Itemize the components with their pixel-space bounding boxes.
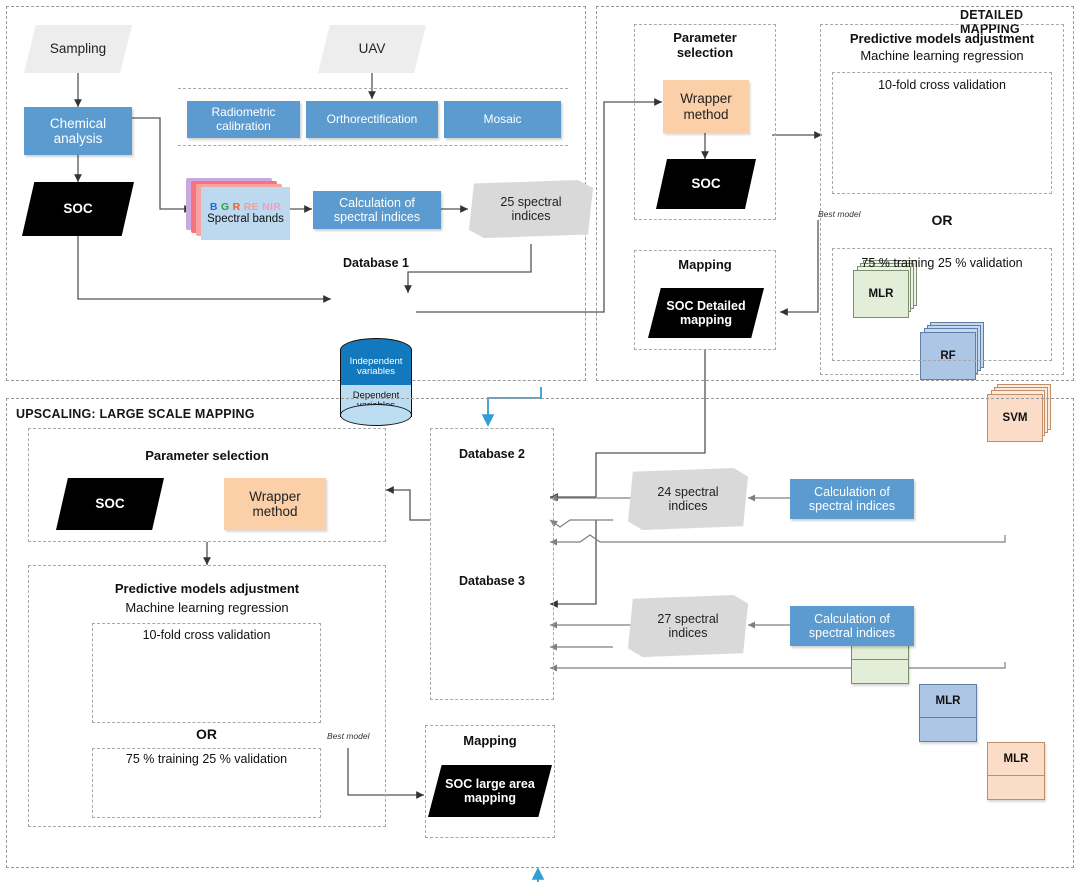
detailed-or-label: OR	[931, 212, 953, 228]
upscaling-mapping-group	[425, 725, 555, 838]
upscaling-cv-group	[92, 623, 321, 723]
calculation-indices-sentinel-node: Calculation of spectral indices	[790, 606, 914, 646]
upscaling-mapping-title: Mapping	[463, 733, 517, 748]
detailed-param-selection-title: Parameter selection	[673, 30, 737, 60]
database1-title: Database 1	[342, 256, 409, 270]
db1-bottom-ellipse	[340, 404, 412, 426]
upscaling-param-selection-title: Parameter selection	[145, 448, 269, 463]
uav-bands-label: Spectral bands	[207, 212, 284, 225]
upscaling-cv-label: 10-fold cross validation	[142, 628, 271, 642]
sampling-node: Sampling	[24, 25, 132, 73]
detailed-param-selection-group	[634, 24, 776, 220]
detailed-wrapper-method-node: Wrapper method	[663, 80, 749, 133]
region-detailed-mapping	[596, 6, 1074, 381]
detailed-soc-node: SOC	[656, 159, 756, 209]
detailed-cv-label: 10-fold cross validation	[878, 78, 1006, 92]
uav-preprocessing-group-top	[178, 88, 568, 89]
upscaling-split-group	[92, 748, 321, 818]
chemical-analysis-node: Chemical analysis	[24, 107, 132, 155]
detailed-split-model-3: MLR	[987, 742, 1045, 800]
upscaling-models-subtitle: Machine learning regression	[125, 600, 289, 615]
detailed-split-group	[832, 248, 1052, 361]
soc-large-area-mapping-node: SOC large area mapping	[428, 765, 552, 817]
database3-title: Database 3	[458, 574, 525, 588]
mosaic-node: Mosaic	[444, 101, 561, 138]
database1-cylinder: Independent variables Dependent variable…	[340, 338, 412, 426]
detailed-mapping-title: DETAILED MAPPING	[960, 8, 1024, 36]
upscaling-param-selection-group	[28, 428, 386, 542]
upscaling-models-title: Predictive models adjustment	[114, 581, 300, 596]
orthorectification-node: Orthorectification	[306, 101, 438, 138]
detailed-cv-model-mlr: MLR	[853, 260, 923, 322]
detailed-models-title: Predictive models adjustment	[849, 31, 1035, 46]
upscaling-databases-group	[430, 428, 554, 700]
uav-spectral-bands-node: B G R RE NIR Spectral bands	[186, 178, 290, 240]
indices-24-node: 24 spectral indices	[628, 468, 748, 530]
calculation-indices-geosat-node: Calculation of spectral indices	[790, 479, 914, 519]
detailed-mapping-group-title: Mapping	[678, 257, 732, 272]
radiometric-calibration-node: Radiometric calibration	[187, 101, 300, 138]
uav-bands-letters: B G R RE NIR	[209, 200, 282, 213]
detailed-split-label: 75 % training 25 % validation	[861, 256, 1023, 270]
detailed-cv-group	[832, 72, 1052, 194]
upscaling-split-label: 75 % training 25 % validation	[125, 752, 288, 766]
detailed-cv-model-svm: SVM	[987, 384, 1057, 446]
upscaling-wrapper-method-node: Wrapper method	[224, 478, 326, 530]
uav-preprocessing-group	[178, 88, 568, 146]
detailed-split-model-2: MLR	[919, 684, 977, 742]
detailed-mapping-group	[634, 250, 776, 350]
calculation-indices-uav-node: Calculation of spectral indices	[313, 191, 441, 229]
upscaling-or-label: OR	[196, 726, 217, 742]
upscaling-title: UPSCALING: LARGE SCALE MAPPING	[16, 407, 255, 421]
database2-title: Database 2	[458, 447, 525, 461]
detailed-cv-model-rf: RF	[920, 322, 990, 384]
soc-detailed-mapping-node: SOC Detailed mapping	[648, 288, 764, 338]
region-upscaling	[6, 398, 1074, 868]
uav-node: UAV	[318, 25, 426, 73]
indices-27-node: 27 spectral indices	[628, 595, 748, 657]
detailed-models-subtitle: Machine learning regression	[860, 48, 1024, 63]
db1-independent-label: Independent variables	[349, 355, 403, 377]
upscaling-soc-node: SOC	[56, 478, 164, 530]
soc-node-top: SOC	[22, 182, 134, 236]
indices-25-node: 25 spectral indices	[469, 180, 593, 238]
upscaling-best-model-label: Best model	[327, 731, 370, 741]
detailed-best-model-label: Best model	[818, 209, 861, 219]
upscaling-models-group	[28, 565, 386, 827]
